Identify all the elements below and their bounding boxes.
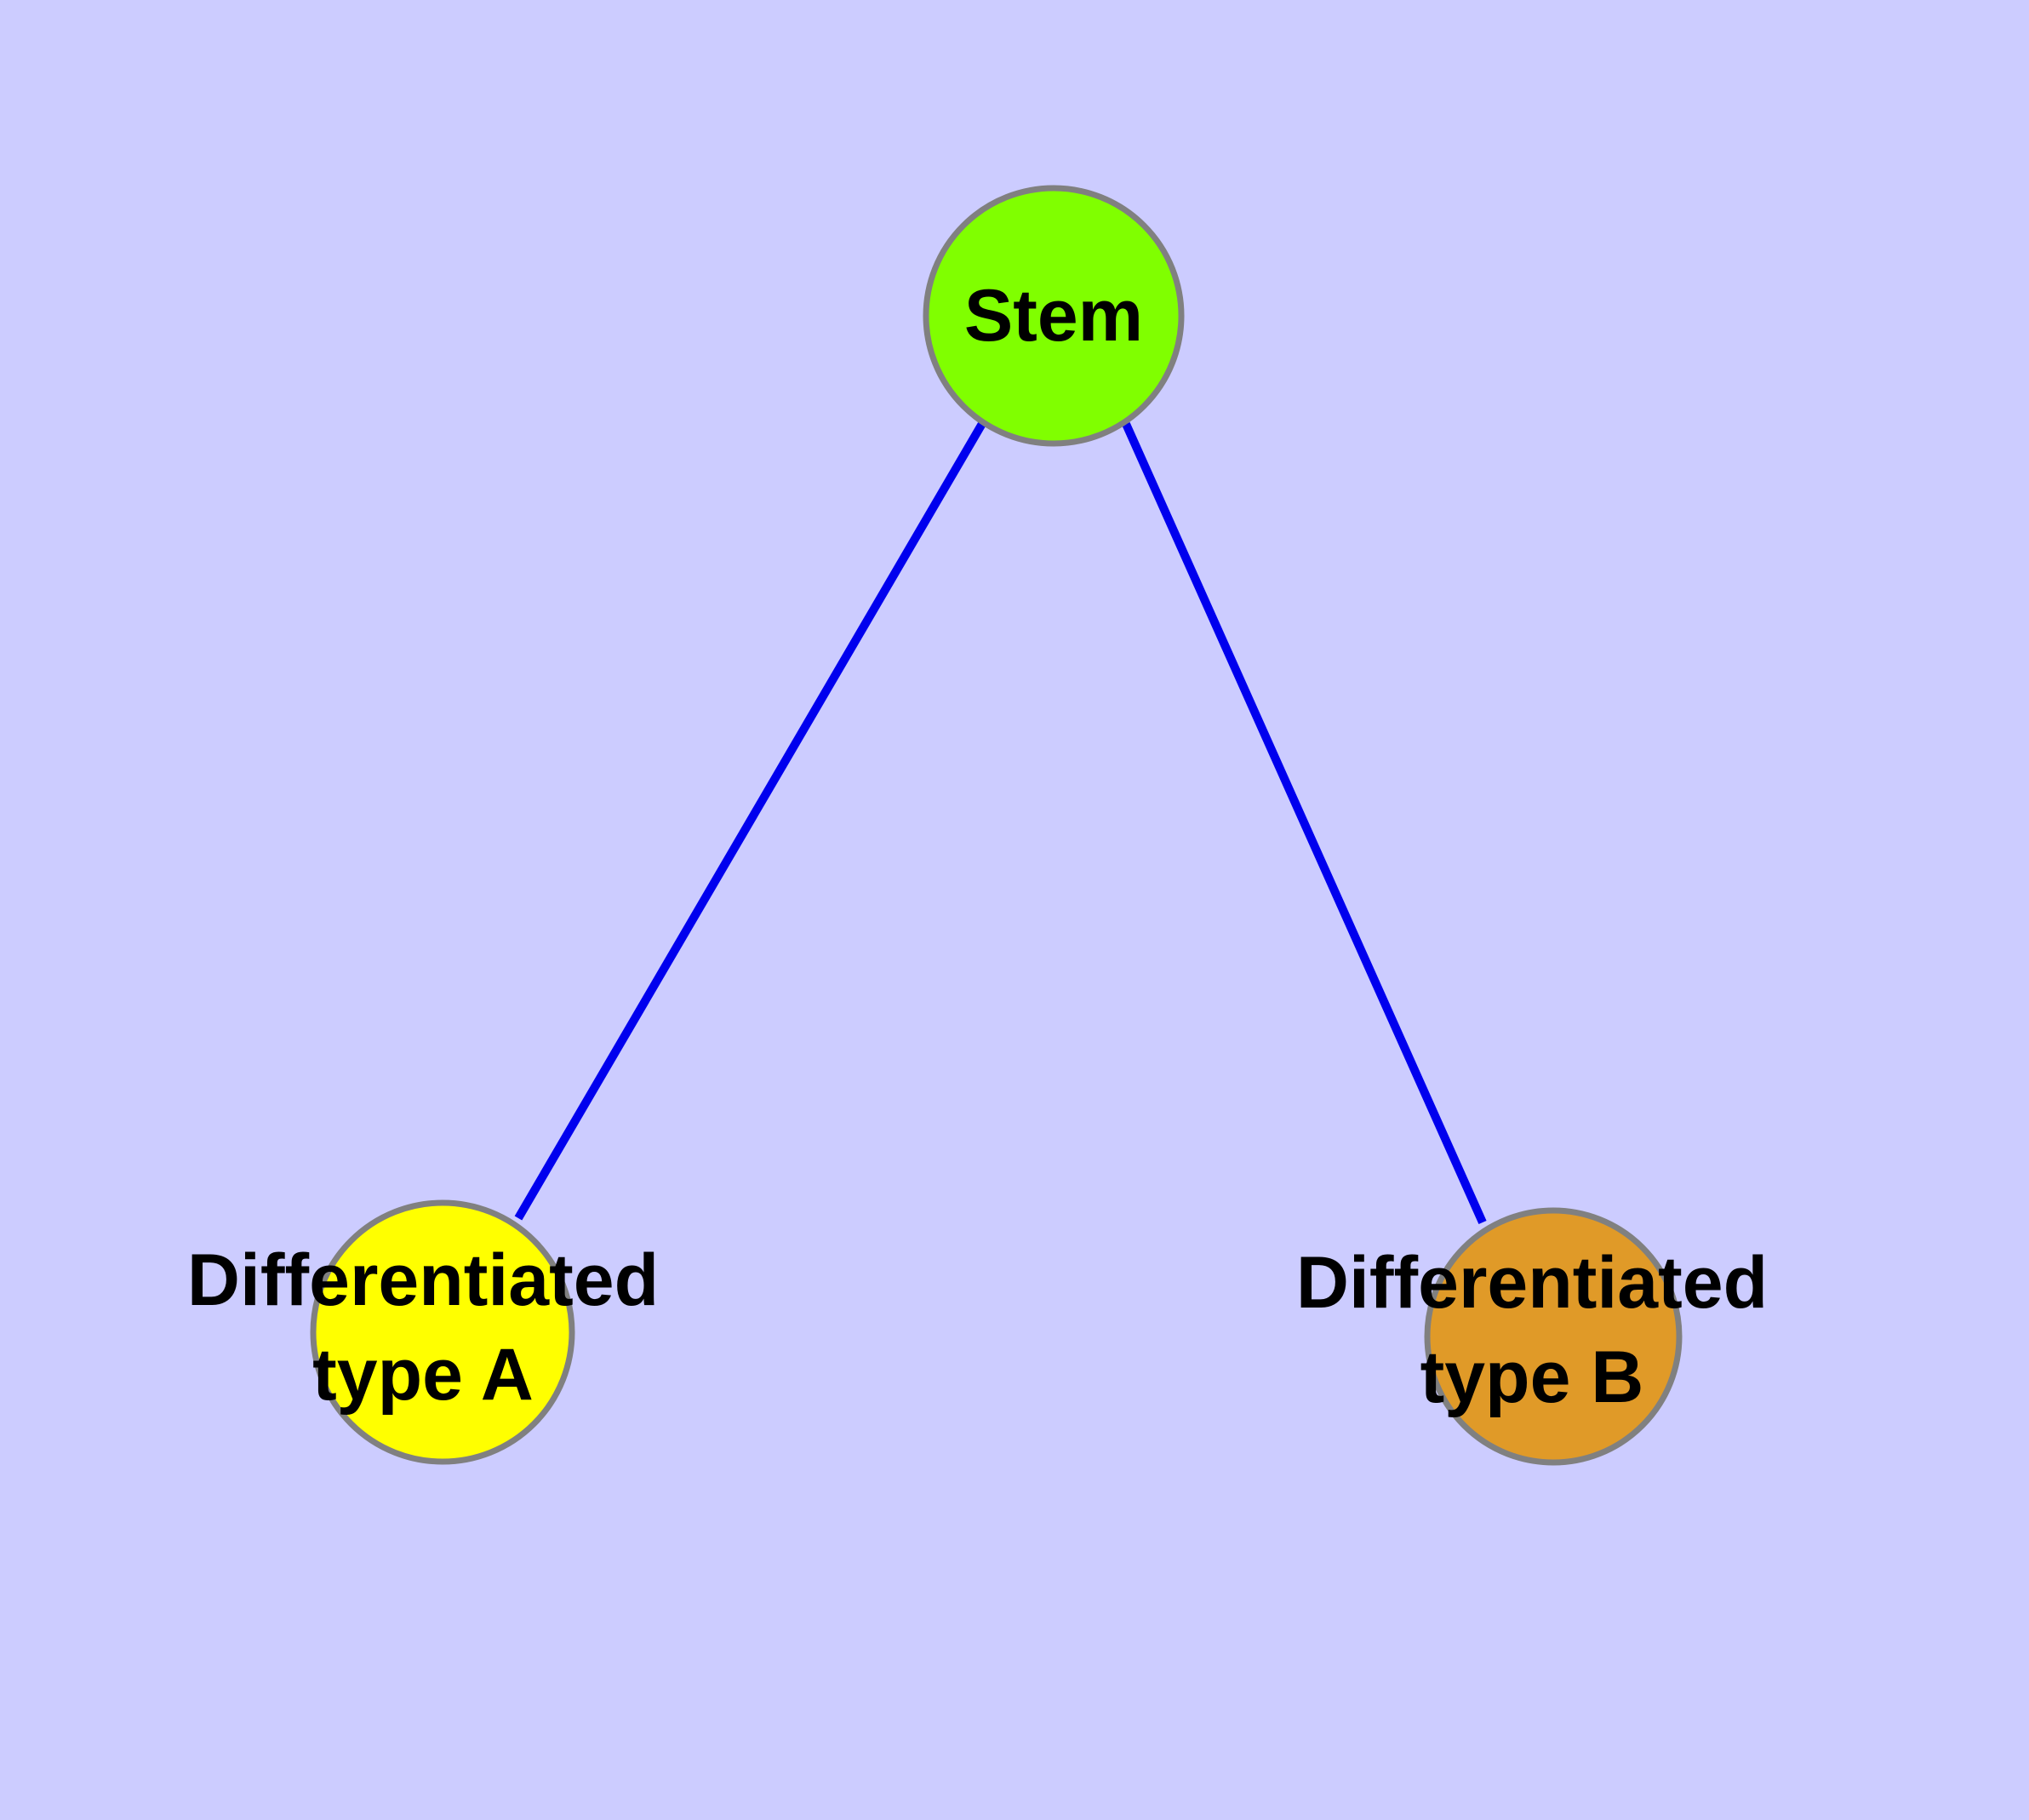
node-differentiated-type-a[interactable] — [310, 1199, 575, 1465]
node-differentiated-type-a-label-line1: Differentiated — [187, 1239, 659, 1321]
node-layer — [310, 185, 1683, 1466]
node-differentiated-type-b[interactable] — [1424, 1207, 1683, 1466]
node-differentiated-type-a-label-line2: type A — [312, 1334, 534, 1416]
node-differentiated-type-b-circle[interactable] — [1424, 1207, 1683, 1466]
edge-stem-to-differentiated-type-b[interactable] — [1122, 421, 1487, 1225]
node-differentiated-type-a-circle[interactable] — [310, 1199, 575, 1465]
edge-stem-to-differentiated-type-a[interactable] — [514, 420, 987, 1221]
node-differentiated-type-b-label-line2: type B — [1420, 1336, 1644, 1418]
edge-layer — [514, 420, 1487, 1225]
node-stem-circle[interactable] — [923, 185, 1185, 447]
node-differentiated-type-b-label-line1: Differentiated — [1296, 1242, 1768, 1324]
node-stem-label: Stem — [964, 275, 1143, 357]
node-stem[interactable] — [923, 185, 1185, 447]
label-layer: Stem Differentiated type A Differentiate… — [187, 275, 1768, 1418]
